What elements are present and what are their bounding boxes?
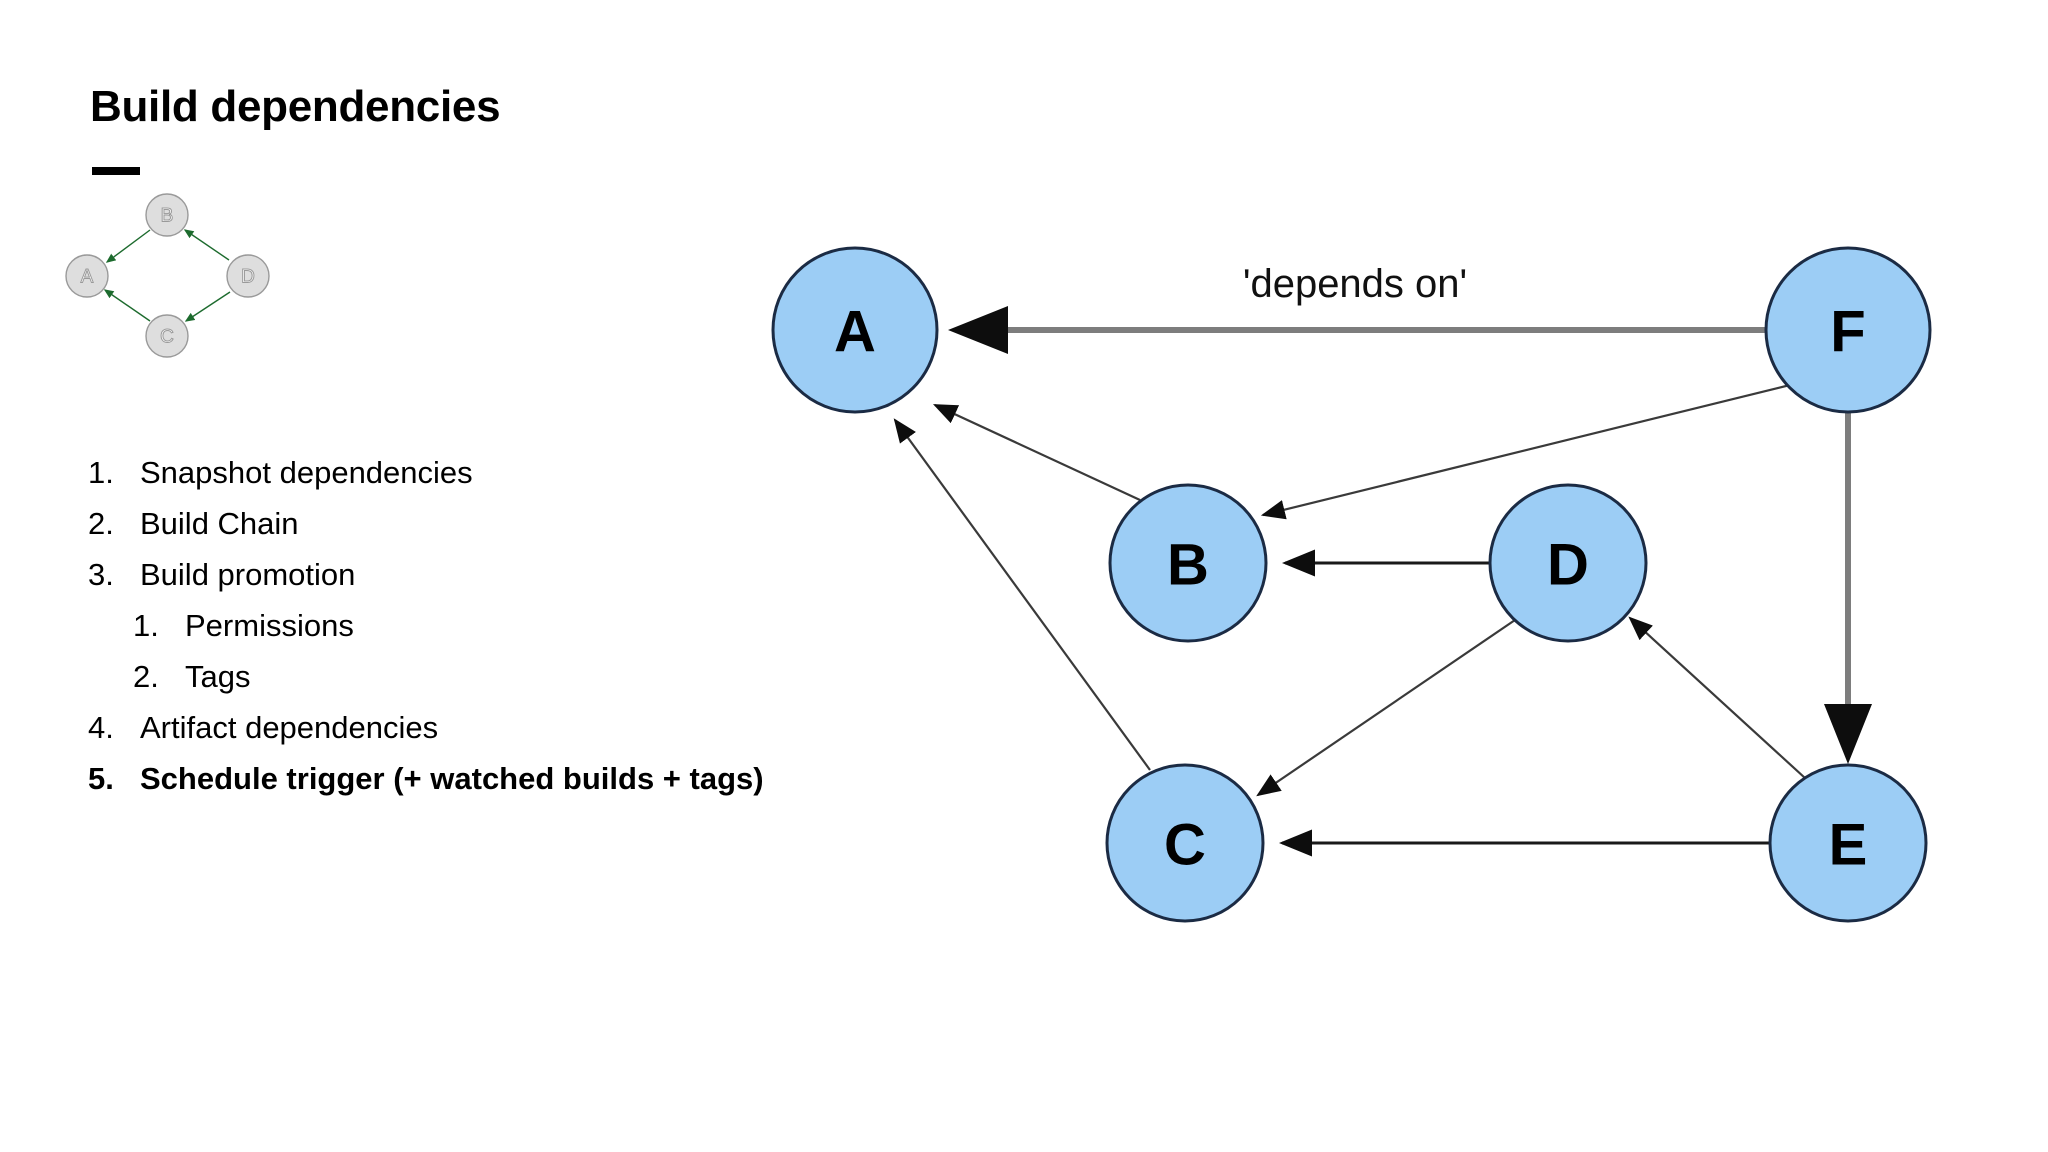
graph-node-c-label: C <box>1164 813 1206 878</box>
list-item: 1. Permissions <box>88 600 988 651</box>
thumbnail-node-d-label: D <box>241 267 255 288</box>
graph-node-c[interactable]: C <box>1105 763 1265 923</box>
graph-node-e[interactable]: E <box>1768 763 1928 923</box>
list-item: 4. Artifact dependencies <box>88 702 988 753</box>
list-item-number: 5. <box>88 761 114 796</box>
thumbnail-node-b-label: B <box>161 206 174 227</box>
graph-node-d[interactable]: D <box>1488 483 1648 643</box>
graph-node-d-label: D <box>1547 533 1589 598</box>
thumbnail-edge-c-a <box>103 289 151 322</box>
thumbnail-node-d: D <box>226 254 270 298</box>
thumbnail-node-c: C <box>145 314 189 358</box>
thumbnail-edge-b-a <box>105 229 151 263</box>
list-item: 5. Schedule trigger (+ watched builds + … <box>88 753 988 804</box>
thumbnail-edge-d-b <box>183 229 230 261</box>
thumbnail-node-b: B <box>145 193 189 237</box>
list-item-label: Schedule trigger (+ watched builds + tag… <box>140 761 764 796</box>
graph-node-f[interactable]: F <box>1764 246 1932 414</box>
graph-node-f-label: F <box>1830 300 1865 365</box>
graph-node-e-label: E <box>1829 813 1868 878</box>
list-item-number: 1. <box>133 608 159 643</box>
list-item: 3. Build promotion <box>88 549 988 600</box>
list-item-label: Build promotion <box>140 557 356 592</box>
edge-d-to-c <box>1256 619 1516 797</box>
graph-node-b[interactable]: B <box>1108 483 1268 643</box>
outline-list: 1. Snapshot dependencies 2. Build Chain … <box>88 447 988 804</box>
build-chain-thumbnail: B A D C <box>62 190 272 358</box>
edge-label-depends-on: 'depends on' <box>1243 262 1467 306</box>
title-underline-rule <box>92 167 140 175</box>
graph-node-b-label: B <box>1167 533 1209 598</box>
list-item: 2. Build Chain <box>88 498 988 549</box>
edge-f-to-b <box>1260 383 1791 520</box>
list-item-label: Build Chain <box>140 506 299 541</box>
list-item: 1. Snapshot dependencies <box>88 447 988 498</box>
list-item-label: Tags <box>185 659 251 694</box>
graph-node-a[interactable]: A <box>771 246 939 414</box>
graph-node-a-label: A <box>834 300 876 365</box>
list-item-number: 1. <box>88 455 114 490</box>
thumbnail-node-c-label: C <box>160 327 174 348</box>
list-item-label: Artifact dependencies <box>140 710 439 745</box>
thumbnail-node-a-label: A <box>81 267 94 288</box>
page-title: Build dependencies <box>90 82 501 131</box>
list-item-number: 4. <box>88 710 114 745</box>
list-item: 2. Tags <box>88 651 988 702</box>
list-item-label: Permissions <box>185 608 354 643</box>
list-item-number: 3. <box>88 557 114 592</box>
edge-e-to-d <box>1628 616 1806 779</box>
thumbnail-edge-d-c <box>184 291 231 322</box>
thumbnail-node-a: A <box>65 254 109 298</box>
list-item-number: 2. <box>133 659 159 694</box>
list-item-number: 2. <box>88 506 114 541</box>
list-item-label: Snapshot dependencies <box>140 455 473 490</box>
